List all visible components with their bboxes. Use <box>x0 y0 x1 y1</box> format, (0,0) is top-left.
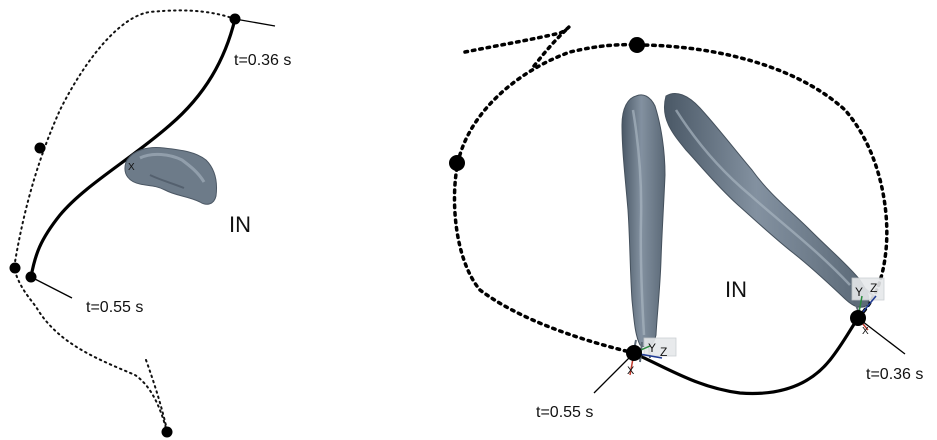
left-region-label: IN <box>229 212 251 237</box>
right-marker-left <box>449 155 465 171</box>
right-marker-top <box>629 37 645 53</box>
left-axis-letter: X <box>128 162 135 173</box>
frame-right-z: Z <box>870 281 877 295</box>
left-dotted-segment <box>146 360 167 430</box>
left-marker-bottom <box>162 427 173 438</box>
right-panel: Y Z X Y Z X t=0.55 s t=0.36 s IN <box>449 26 923 421</box>
frame-left-y: Y <box>648 341 656 355</box>
frame-left-x: X <box>627 365 635 377</box>
left-solid-trajectory <box>31 19 235 277</box>
right-region-label: IN <box>725 277 747 302</box>
left-dotted-trajectory <box>14 10 235 432</box>
frame-right-y: Y <box>855 285 863 299</box>
right-label-end: t=0.55 s <box>536 404 593 421</box>
hand-model: X <box>125 148 217 205</box>
right-limb-model <box>664 93 876 310</box>
left-panel: X t=0.36 s t=0.55 s IN <box>10 10 292 437</box>
left-leader-start <box>235 19 275 26</box>
left-label-start: t=0.36 s <box>234 52 291 69</box>
right-label-start: t=0.36 s <box>866 366 923 383</box>
right-dotted-crossing <box>465 26 570 52</box>
left-marker-mid <box>35 143 46 154</box>
left-label-end: t=0.55 s <box>86 299 143 316</box>
left-leader-end <box>31 277 72 298</box>
left-marker-edge <box>10 263 21 274</box>
left-limb-model <box>622 95 665 362</box>
right-dotted-trajectory <box>454 45 886 353</box>
frame-right-x: X <box>862 326 869 337</box>
frame-left-z: Z <box>660 345 667 359</box>
